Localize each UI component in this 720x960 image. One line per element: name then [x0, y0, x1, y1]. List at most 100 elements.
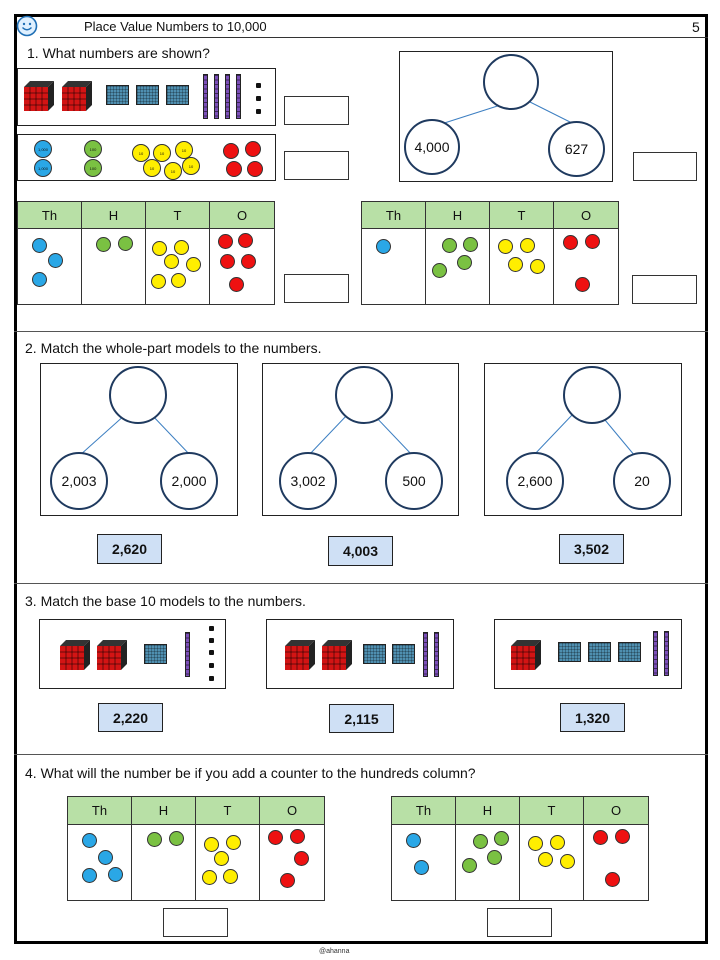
- thousand-counter: [376, 239, 391, 254]
- part-whole-model-q1: 4,000 627: [399, 51, 613, 182]
- section-divider: [14, 754, 708, 755]
- ten-counter: 10: [153, 144, 171, 162]
- hundred-flat-icon: [588, 642, 611, 662]
- answer-box[interactable]: [633, 152, 697, 181]
- ten-counter: [214, 851, 229, 866]
- one-counter: [294, 851, 309, 866]
- ten-rod-icon: [423, 632, 428, 677]
- column-header-ones: O: [583, 796, 649, 825]
- thousand-counter: [98, 850, 113, 865]
- connector-lines: [532, 413, 636, 457]
- thousand-counter: [32, 272, 47, 287]
- one-cube-icon: [209, 676, 214, 681]
- one-counter: [238, 233, 253, 248]
- ten-rod-icon: [225, 74, 230, 119]
- column-header-hundreds: H: [455, 796, 520, 825]
- number-card[interactable]: 1,320: [560, 703, 625, 732]
- smiley-logo-icon: [16, 15, 38, 37]
- one-cube-icon: [256, 96, 261, 101]
- thousand-counter: [48, 253, 63, 268]
- connector-lines: [78, 413, 192, 457]
- ten-counter: [520, 238, 535, 253]
- ten-rod-icon: [214, 74, 219, 119]
- one-counter: [585, 234, 600, 249]
- column-header-tens: T: [195, 796, 260, 825]
- part-circle: 500: [385, 452, 443, 510]
- ten-counter: [226, 835, 241, 850]
- hundred-flat-icon: [106, 85, 129, 105]
- base10-model-2: [266, 619, 454, 689]
- ten-counter: [508, 257, 523, 272]
- hundreds-cell: [425, 228, 490, 305]
- place-value-table-q4a: Th H T O: [67, 796, 325, 901]
- column-header-thousands: Th: [17, 201, 82, 229]
- one-cube-icon: [209, 638, 214, 643]
- part-circle: 20: [613, 452, 671, 510]
- thousand-cube-icon: [322, 640, 352, 670]
- ones-cell: [259, 824, 325, 901]
- one-cube-icon: [256, 109, 261, 114]
- page-title: Place Value Numbers to 10,000: [84, 19, 267, 34]
- hundred-counter: [457, 255, 472, 270]
- hundred-flat-icon: [166, 85, 189, 105]
- thousand-counter: [108, 867, 123, 882]
- one-counter: [229, 277, 244, 292]
- ten-counter: [560, 854, 575, 869]
- part-circle: 2,003: [50, 452, 108, 510]
- answer-box[interactable]: [632, 275, 697, 304]
- number-card[interactable]: 2,220: [98, 703, 163, 732]
- one-counter: [268, 830, 283, 845]
- hundred-flat-icon: [392, 644, 415, 664]
- hundred-counter: [473, 834, 488, 849]
- number-card[interactable]: 2,115: [329, 704, 394, 733]
- column-header-tens: T: [489, 201, 554, 229]
- thousand-counter: [82, 868, 97, 883]
- hundred-counter: [494, 831, 509, 846]
- column-header-thousands: Th: [67, 796, 132, 825]
- part-circle: 2,600: [506, 452, 564, 510]
- page-number: 5: [692, 19, 700, 35]
- whole-circle: [335, 366, 393, 424]
- hundred-counter: [462, 858, 477, 873]
- one-counter: [575, 277, 590, 292]
- ten-counter: 10: [143, 159, 161, 177]
- ten-rod-icon: [434, 632, 439, 677]
- number-card[interactable]: 2,620: [97, 534, 162, 564]
- ten-rod-icon: [236, 74, 241, 119]
- base10-model-q1: [17, 68, 276, 126]
- page-frame: [14, 14, 708, 944]
- thousand-counter: [32, 238, 47, 253]
- number-card[interactable]: 3,502: [559, 534, 624, 564]
- ten-counter: [528, 836, 543, 851]
- hundred-flat-icon: [363, 644, 386, 664]
- place-value-table-q1b: Th H T O: [361, 201, 619, 305]
- one-counter: [593, 830, 608, 845]
- hundred-counter: [118, 236, 133, 251]
- hundred-flat-icon: [558, 642, 581, 662]
- answer-box[interactable]: [163, 908, 228, 937]
- column-header-ones: O: [553, 201, 619, 229]
- one-cube-icon: [209, 626, 214, 631]
- ones-cell: [553, 228, 619, 305]
- answer-box[interactable]: [487, 908, 552, 937]
- part-circle: 4,000: [404, 119, 460, 175]
- tens-cell: [519, 824, 584, 901]
- thousand-counter: [414, 860, 429, 875]
- ten-counter: [202, 870, 217, 885]
- whole-circle: [483, 54, 539, 110]
- hundred-counter: [96, 237, 111, 252]
- thousands-cell: [17, 228, 82, 305]
- number-card[interactable]: 4,003: [328, 536, 393, 566]
- one-counter: [245, 141, 261, 157]
- answer-box[interactable]: [284, 274, 349, 303]
- answer-box[interactable]: [284, 151, 349, 180]
- part-whole-model-3: 2,600 20: [484, 363, 682, 516]
- column-header-tens: T: [145, 201, 210, 229]
- column-header-ones: O: [209, 201, 275, 229]
- one-counter: [563, 235, 578, 250]
- ten-counter: 10: [164, 162, 182, 180]
- part-circle: 2,000: [160, 452, 218, 510]
- answer-box[interactable]: [284, 96, 349, 125]
- one-counter: [218, 234, 233, 249]
- thousand-cube-icon: [511, 640, 541, 670]
